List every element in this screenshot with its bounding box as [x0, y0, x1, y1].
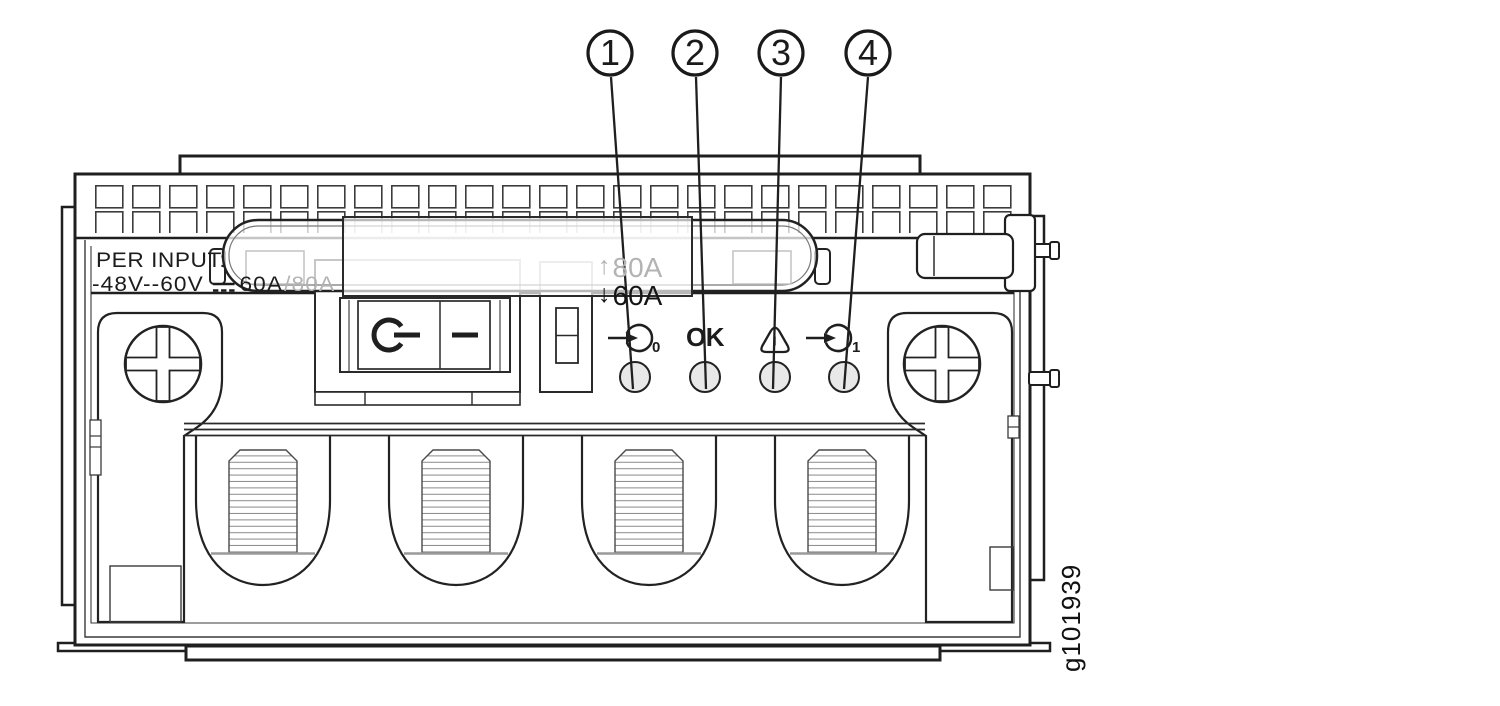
input1-subscript: 1: [852, 339, 861, 356]
phillips-screw-icon: [904, 326, 980, 402]
down-arrow-icon: ↓: [598, 280, 611, 308]
callout-annotations: [586, 29, 892, 390]
pull-handle: [209, 216, 831, 297]
input0-subscript: 0: [652, 339, 661, 356]
terminal-cover: [773, 433, 911, 587]
terminal-cover: [387, 433, 525, 587]
ok-led-label: OK: [686, 322, 725, 352]
right-hinge-detail: [1007, 415, 1020, 439]
switch-off-symbol: [371, 317, 420, 353]
current-low-value: 60A: [612, 280, 663, 311]
power-switch: [339, 297, 511, 373]
per-input-label: PER INPUT:: [96, 249, 227, 272]
led-input0: [619, 361, 651, 393]
callout-circle-2: [671, 29, 719, 77]
terminal-cover: [580, 433, 718, 587]
current-setting-80a: ↑ 80A: [598, 252, 663, 283]
callout-circle-4: [844, 29, 892, 77]
callout-circle-3: [757, 29, 805, 77]
phillips-screw-icon: [125, 326, 201, 402]
current-high-value: 80A: [612, 252, 663, 283]
callout-line-3: [771, 76, 783, 390]
terminal-panel: [89, 415, 1020, 623]
input-rating-label: -48V--60V 60A /80A: [92, 273, 336, 296]
callout-line-2: [694, 76, 708, 390]
current-setting-60a: ↓ 60A: [598, 280, 663, 311]
callout-number-3: 3: [770, 32, 792, 74]
callout-number-2: 2: [684, 32, 706, 74]
input1-icon: [806, 323, 853, 353]
left-captive-screw: [96, 311, 224, 624]
callout-number-1: 1: [599, 32, 621, 74]
current-selector-switch: [555, 307, 579, 364]
terminal-cover: [194, 433, 332, 587]
right-captive-screw: [886, 311, 1014, 624]
up-arrow-icon: ↑: [598, 252, 611, 280]
rating-current-alt: /80A: [284, 273, 336, 296]
dc-voltage-icon: [212, 282, 235, 292]
callout-line-4: [842, 76, 870, 390]
ejector-latch: [915, 213, 1060, 388]
left-hinge-detail: [89, 419, 102, 476]
callout-circle-1: [586, 29, 634, 77]
rating-voltage: -48V--60V: [92, 273, 204, 296]
callout-number-4: 4: [857, 32, 879, 74]
led-fault: [759, 361, 791, 393]
figure-id: g101939: [1056, 563, 1086, 672]
callout-line-1: [609, 76, 635, 390]
rating-current: 60A: [239, 273, 284, 296]
